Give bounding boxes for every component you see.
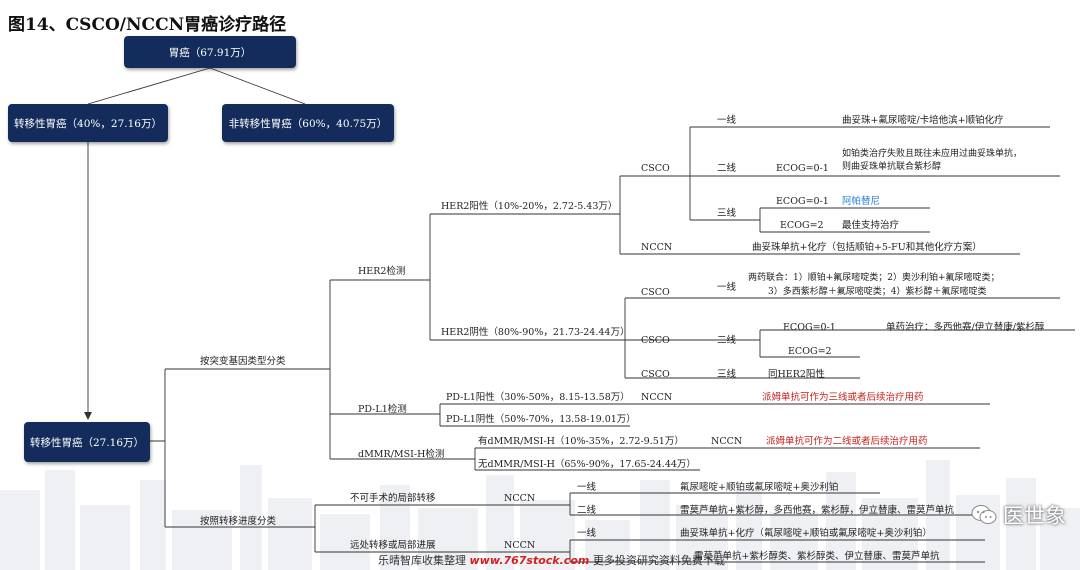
her2pos-csco-line2-treatment-b: 则曲妥珠单抗联合紫杉醇	[842, 162, 942, 172]
dmmr-nccn-treatment: 派姆单抗可作为二线或者后续治疗用药	[766, 436, 928, 447]
source-watermark: 乐晴智库收集整理 www.767stock.com 更多投资研究资料免费下载	[378, 552, 725, 568]
watermark-site: www.767stock.com	[469, 554, 590, 567]
root-node: 胃癌（67.91万）	[124, 36, 296, 68]
her2neg-line1-label: 一线	[717, 282, 737, 293]
metastatic-detail-node: 转移性胃癌（27.16万）	[24, 422, 150, 462]
her2neg-csco-line3-source: CSCO	[641, 369, 670, 380]
her2pos-csco-label: CSCO	[641, 163, 670, 174]
her2pos-line2-ecog-label: ECOG=0-1	[776, 163, 829, 174]
pdl1-test-label: PD-L1检测	[358, 404, 407, 415]
watermark-right: 更多投资研究资料免费下载	[592, 554, 725, 567]
her2-test-label: HER2检测	[358, 266, 406, 277]
mutation-branch-label: 按突变基因类型分类	[200, 356, 286, 367]
pdl1-nccn-label: NCCN	[641, 392, 673, 403]
her2pos-csco-line2-treatment-a: 如铂类治疗失败且既往未应用过曲妥珠单抗，	[842, 149, 1023, 159]
her2pos-csco-line1-treatment: 曲妥珠+氟尿嘧啶/卡培他滨+顺铂化疗	[842, 115, 1004, 126]
brand-watermark: 医世象	[971, 500, 1066, 530]
unresectable-line1-label: 一线	[577, 482, 597, 493]
dmmr-test-label: dMMR/MSI-H检测	[358, 449, 445, 460]
her2neg-line2-label: 二线	[717, 335, 737, 346]
metastatic-node-label: 转移性胃癌（40%，27.16万）	[14, 117, 162, 130]
advanced-line1-treatment: 曲妥珠单抗+化疗（氟尿嘧啶+顺铂或氟尿嘧啶+奥沙利铂）	[680, 528, 932, 539]
her2neg-line2-ecog01-label: ECOG=0-1	[783, 322, 836, 333]
unresectable-line2-label: 二线	[577, 505, 597, 516]
her2neg-csco-line1-source: CSCO	[641, 287, 670, 298]
her2pos-line2-label: 二线	[717, 163, 737, 174]
brand-name: 医世象	[1003, 504, 1066, 528]
advanced-line1-label: 一线	[577, 528, 597, 539]
her2neg-line3-label: 三线	[717, 369, 737, 380]
non-metastatic-node-label: 非转移性胃癌（60%，40.75万）	[228, 117, 388, 130]
unresectable-line2-treatment: 雷莫芦单抗+紫杉醇，多西他赛，紫杉醇，伊立替康、雷莫芦单抗	[680, 505, 954, 516]
her2-negative-label: HER2阴性（80%-90%，21.73-24.44万）	[441, 327, 630, 338]
pdl1-positive-label: PD-L1阳性（30%-50%，8.15-13.58万）	[446, 392, 630, 403]
her2pos-csco-line3-ecog2-treatment: 最佳支持治疗	[842, 220, 900, 231]
her2neg-csco-line2-source: CSCO	[641, 335, 670, 346]
watermark-left: 乐晴智库收集整理	[378, 554, 466, 567]
dmmr-positive-label: 有dMMR/MSI-H（10%-35%，2.72-9.51万）	[478, 436, 684, 447]
her2pos-line3-label: 三线	[717, 208, 737, 219]
her2pos-csco-line3-ecog01-treatment: 阿帕替尼	[842, 196, 881, 207]
pdl1-nccn-treatment: 派姆单抗可作为三线或者后续治疗用药	[762, 392, 924, 403]
her2pos-line3-ecog01-label: ECOG=0-1	[776, 196, 829, 207]
non-metastatic-node: 非转移性胃癌（60%，40.75万）	[222, 104, 394, 142]
advanced-label: 远处转移或局部进展	[350, 540, 436, 551]
her2pos-nccn-treatment: 曲妥珠单抗+化疗（包括顺铂+5-FU和其他化疗方案）	[752, 242, 982, 253]
her2neg-line2-ecog2-label: ECOG=2	[788, 346, 832, 357]
metastatic-node: 转移性胃癌（40%，27.16万）	[8, 104, 168, 142]
unresectable-label: 不可手术的局部转移	[350, 493, 436, 504]
unresectable-line1-treatment: 氟尿嘧啶+顺铂或氟尿嘧啶+奥沙利铂	[680, 482, 839, 493]
her2pos-line1-label: 一线	[717, 115, 737, 126]
metastatic-detail-node-label: 转移性胃癌（27.16万）	[29, 436, 145, 449]
figure-title: 图14、CSCO/NCCN胃癌诊疗路径	[8, 15, 287, 35]
pdl1-negative-label: PD-L1阴性（50%-70%，13.58-19.01万）	[446, 414, 636, 425]
unresectable-nccn-label: NCCN	[504, 493, 536, 504]
her2-positive-label: HER2阳性（10%-20%，2.72-5.43万）	[441, 201, 618, 212]
dmmr-nccn-label: NCCN	[711, 436, 743, 447]
dmmr-negative-label: 无dMMR/MSI-H（65%-90%，17.65-24.44万）	[478, 459, 696, 470]
advanced-line2-treatment: 雷莫芦单抗+紫杉醇类、紫杉醇类、伊立替康、雷莫芦单抗	[694, 551, 940, 562]
her2pos-line3-ecog2-label: ECOG=2	[780, 220, 824, 231]
her2neg-line1-treatment-b: 3）多西紫杉醇＋氟尿嘧啶类；4）紫杉醇＋氟尿嘧啶类	[768, 287, 987, 297]
city-skyline-watermark	[0, 460, 1080, 570]
advanced-nccn-label: NCCN	[504, 540, 536, 551]
wechat-icon	[971, 504, 997, 526]
her2neg-line1-treatment-a: 两药联合：1）顺铂+氟尿嘧啶类；2）奥沙利铂+氟尿嘧啶类；	[748, 273, 1000, 283]
her2neg-line3-treatment: 同HER2阳性	[768, 369, 825, 380]
root-node-label: 胃癌（67.91万）	[168, 46, 252, 59]
progression-branch-label: 按照转移进度分类	[200, 516, 277, 527]
her2neg-line2-ecog01-treatment: 单药治疗：多西他赛/伊立替康/紫杉醇	[886, 322, 1045, 333]
her2pos-nccn-label: NCCN	[641, 242, 673, 253]
